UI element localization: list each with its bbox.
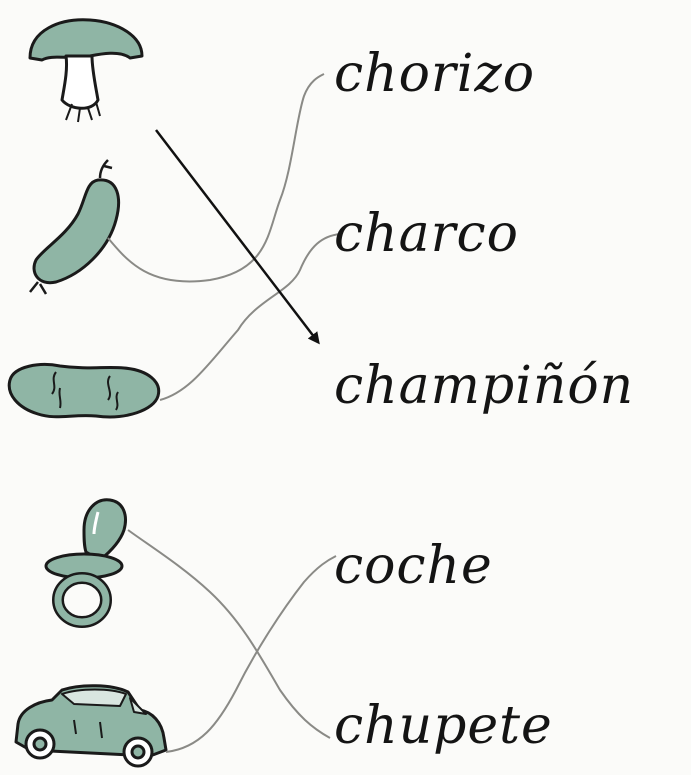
mushroom-icon <box>30 20 142 122</box>
connection-line-sausage-chorizo <box>108 74 324 281</box>
word-charco: charco <box>334 208 519 260</box>
car-icon <box>16 686 166 766</box>
word-champinon: champiñón <box>334 360 634 412</box>
pacifier-icon <box>46 500 125 622</box>
puddle-icon <box>9 365 158 417</box>
connection-line-pacifier-chupete <box>128 530 330 738</box>
word-chorizo: chorizo <box>334 48 535 100</box>
connection-line-car-coche <box>166 556 336 752</box>
sausage-icon <box>30 160 119 294</box>
word-chupete: chupete <box>334 700 553 752</box>
connection-line-puddle-charco <box>160 234 340 400</box>
word-coche: coche <box>334 540 493 592</box>
example-arrow <box>156 130 318 342</box>
